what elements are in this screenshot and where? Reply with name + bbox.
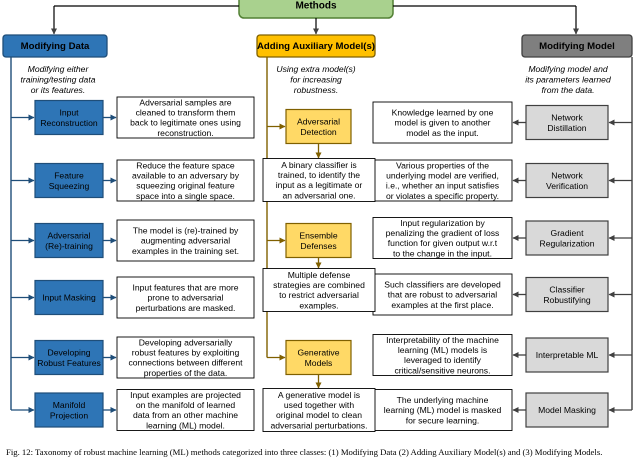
desc-box-input-masking <box>116 276 255 319</box>
desc-box-gradient-regularization <box>372 217 513 259</box>
desc-box-interpretable-ml <box>372 334 513 376</box>
desc-box-ensemble-defenses <box>262 268 376 312</box>
column-header-label-2: Modifying Model <box>539 41 615 52</box>
method-box-interpretable-ml <box>525 337 609 373</box>
method-box-manifold-projection <box>34 392 104 428</box>
method-box-generative-models <box>285 339 352 376</box>
desc-box-model-masking <box>372 389 513 431</box>
desc-box-input-reconstruction <box>116 96 255 139</box>
method-label-interpretable-ml: Interpretable ML <box>536 350 599 360</box>
desc-box-adversarial-re-training <box>116 219 255 262</box>
method-label-model-masking: Model Masking <box>538 405 596 415</box>
method-box-classifier-robustifying <box>525 276 609 313</box>
column-header-label-1: Adding Auxiliary Model(s) <box>257 41 375 52</box>
method-box-network-distillation <box>525 104 609 141</box>
column-header-0 <box>2 34 108 58</box>
figure-caption: Fig. 12: Taxonomy of robust machine lear… <box>6 447 603 457</box>
column-header-2 <box>521 34 633 58</box>
column-header-label-0: Modifying Data <box>21 41 90 52</box>
desc-box-generative-models <box>262 388 376 432</box>
desc-box-adversarial-detection <box>262 158 376 202</box>
method-label-adversarial-re-training: Adversarial(Re)-training <box>45 230 93 250</box>
desc-box-developing-robust-features <box>116 336 255 379</box>
method-box-input-reconstruction <box>34 99 104 136</box>
method-box-network-verification <box>525 162 609 199</box>
desc-box-manifold-projection <box>116 389 255 431</box>
method-box-developing-robust-features <box>34 339 104 376</box>
method-label-input-masking: Input Masking <box>42 293 96 303</box>
methods-root-label: Methods <box>295 1 337 12</box>
method-box-gradient-regularization <box>525 220 609 256</box>
desc-box-network-distillation <box>372 101 513 144</box>
method-box-adversarial-re-training <box>34 222 104 259</box>
desc-box-classifier-robustifying <box>372 273 513 316</box>
column-header-1 <box>256 34 376 58</box>
method-box-model-masking <box>525 392 609 428</box>
desc-box-feature-squeezing <box>116 159 255 202</box>
desc-box-network-verification <box>372 159 513 202</box>
